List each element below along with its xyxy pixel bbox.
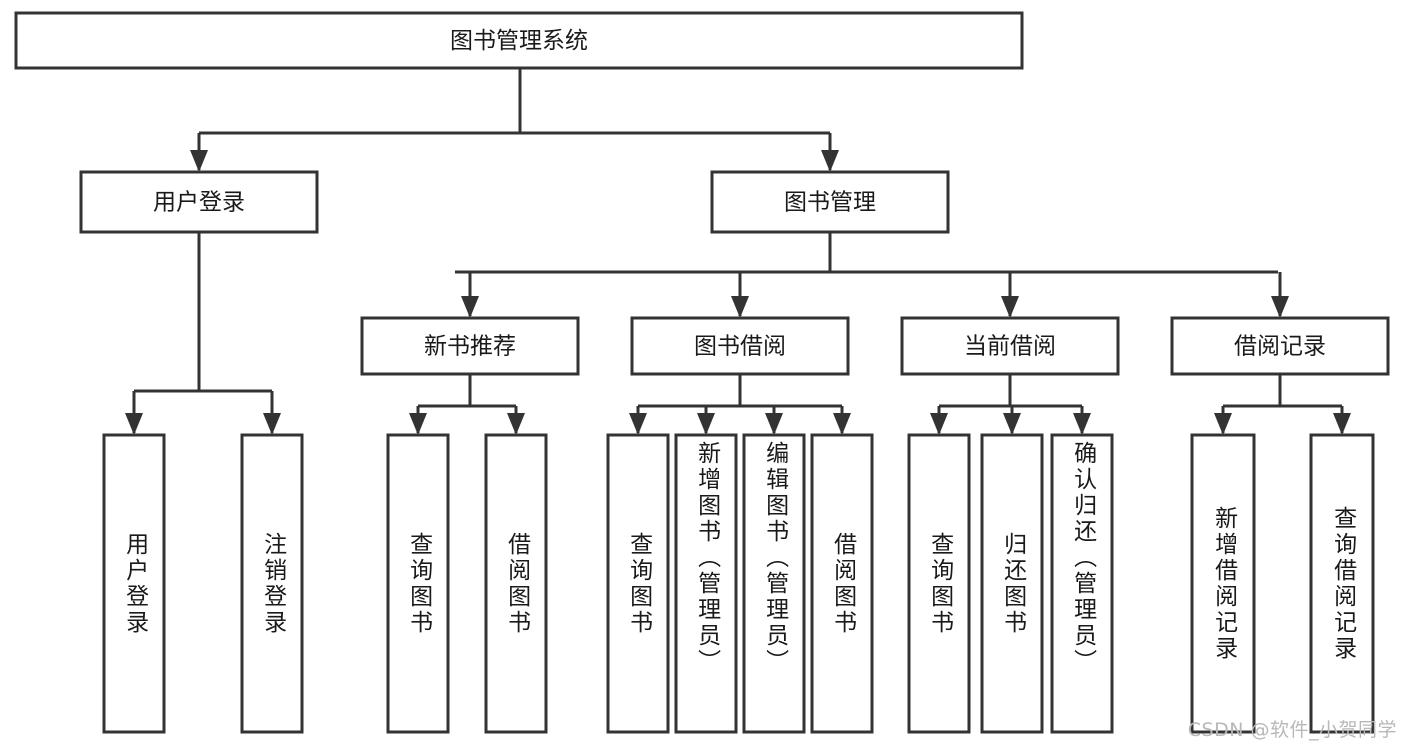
node-label-level3-0: 新书推荐 xyxy=(424,334,516,360)
node-box-leaf-3 xyxy=(484,433,548,734)
arrow-head-level3-2 xyxy=(1001,296,1019,318)
node-box-leaf-1 xyxy=(240,433,304,734)
arrow-head-level2-1 xyxy=(821,150,839,172)
arrow-head-leaf-2 xyxy=(409,413,427,435)
node-label-level3-1: 图书借阅 xyxy=(694,334,786,360)
node-box-leaf-9 xyxy=(980,433,1044,734)
node-box-leaf-2 xyxy=(386,433,450,734)
node-box-level2-0 xyxy=(79,170,319,234)
node-box-level3-2 xyxy=(900,316,1120,376)
connector-layer xyxy=(125,68,1351,435)
node-box-leaf-6 xyxy=(742,433,806,734)
node-box-leaf-7 xyxy=(810,433,874,734)
node-box-leaf-10 xyxy=(1050,433,1114,734)
node-box-leaf-11 xyxy=(1190,433,1256,734)
csdn-watermark: CSDN @软件_小贺同学 xyxy=(1187,719,1397,741)
node-label-level2-1: 图书管理 xyxy=(784,190,876,216)
arrow-head-leaf-12 xyxy=(1333,413,1351,435)
arrow-head-leaf-0 xyxy=(125,413,143,435)
node-box-root xyxy=(14,11,1024,70)
arrow-head-leaf-7 xyxy=(833,413,851,435)
arrow-head-leaf-1 xyxy=(263,413,281,435)
node-label-level3-3: 借阅记录 xyxy=(1234,334,1326,360)
arrow-head-leaf-10 xyxy=(1073,413,1091,435)
arrow-head-leaf-4 xyxy=(629,413,647,435)
node-box-leaf-4 xyxy=(606,433,670,734)
node-box-leaf-5 xyxy=(674,433,738,734)
node-label-level2-0: 用户登录 xyxy=(153,190,245,216)
node-box-leaf-8 xyxy=(907,433,971,734)
arrow-head-level2-0 xyxy=(190,150,208,172)
node-box-level3-0 xyxy=(360,316,580,376)
arrow-head-leaf-9 xyxy=(1003,413,1021,435)
node-box-level2-1 xyxy=(710,170,950,234)
node-box-leaf-12 xyxy=(1309,433,1375,734)
box-layer xyxy=(14,11,1390,734)
arrow-head-leaf-6 xyxy=(765,413,783,435)
node-label-level3-2: 当前借阅 xyxy=(964,334,1056,360)
node-box-level3-3 xyxy=(1170,316,1390,376)
arrow-head-level3-1 xyxy=(731,296,749,318)
node-label-root: 图书管理系统 xyxy=(450,28,588,54)
arrow-head-level3-3 xyxy=(1271,296,1289,318)
arrow-head-leaf-3 xyxy=(507,413,525,435)
arrow-head-leaf-11 xyxy=(1214,413,1232,435)
node-box-leaf-0 xyxy=(102,433,166,734)
arrow-head-leaf-8 xyxy=(930,413,948,435)
arrow-head-level3-0 xyxy=(461,296,479,318)
node-box-level3-1 xyxy=(630,316,850,376)
arrow-head-leaf-5 xyxy=(697,413,715,435)
